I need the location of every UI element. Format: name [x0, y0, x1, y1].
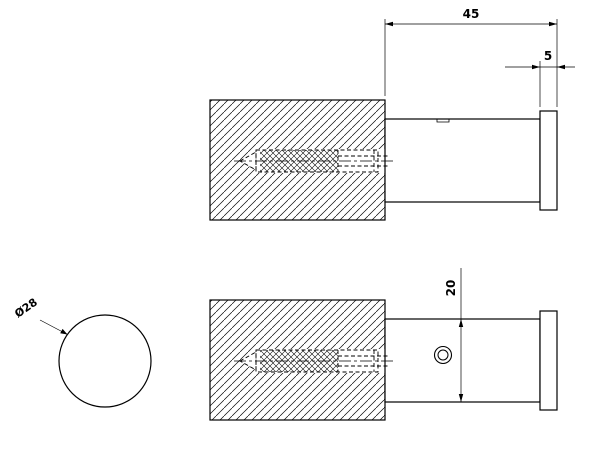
bottom-section-view — [209, 299, 558, 421]
hook-body — [384, 318, 541, 403]
dim-20-label: 20 — [444, 280, 458, 297]
hook-cap-flange — [539, 110, 558, 211]
anchor-screw-hidden — [234, 149, 396, 173]
dim-diameter-label: Ø28 — [12, 296, 40, 321]
anchor-screw-hidden — [234, 349, 396, 373]
top-section-view — [209, 99, 558, 221]
dim-5-label: 5 — [544, 49, 552, 63]
leader-arrowhead — [60, 328, 68, 335]
dimension-offset-20: 20 — [444, 268, 464, 402]
setscrew-hole — [433, 345, 453, 365]
setscrew-notch — [436, 119, 450, 123]
hook-body — [384, 118, 541, 203]
dimension-cap-5: 5 — [505, 49, 575, 107]
front-view: Ø28 — [12, 296, 152, 408]
drill-tip — [240, 352, 256, 370]
dimension-projection-45: 45 — [384, 7, 558, 107]
drill-tip — [240, 152, 256, 170]
dim-45-label: 45 — [463, 7, 480, 21]
hook-cap-flange — [539, 310, 558, 411]
hook-face-circle — [58, 314, 152, 408]
